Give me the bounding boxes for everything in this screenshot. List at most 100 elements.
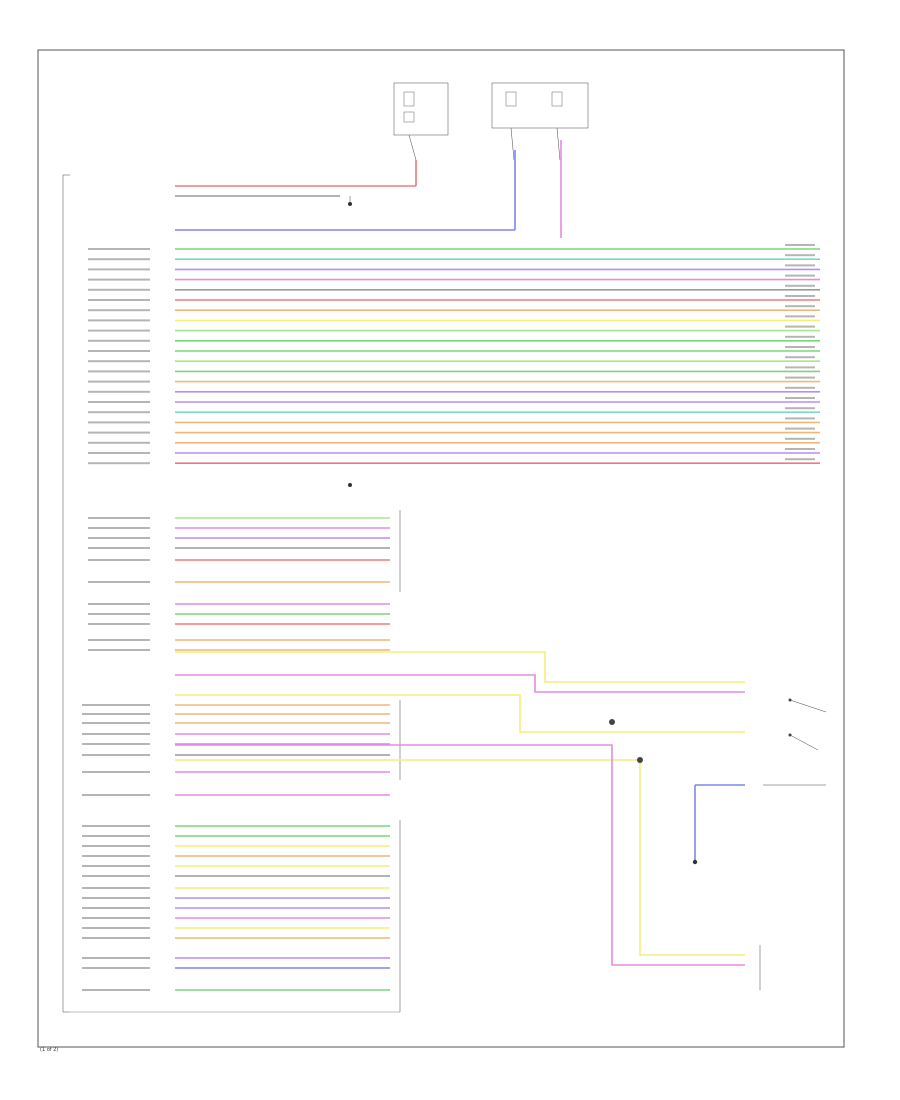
pin-tag-long-8 (785, 315, 815, 318)
pin-label-mid-6 (88, 581, 150, 583)
pin-tag-long-5 (785, 284, 815, 287)
pin-label-mid-10 (88, 639, 150, 641)
splice-point-2 (637, 757, 643, 763)
pin-label-mid-4 (88, 547, 150, 549)
ground-2-icon (348, 483, 352, 487)
pin-tag-long-18 (785, 417, 815, 420)
wire-pink-right (175, 674, 745, 693)
wire-yellow-right-3 (175, 759, 745, 956)
pin-label-mid-3 (88, 537, 150, 539)
pin-label-low-19 (82, 927, 150, 929)
pin-tag-long-9 (785, 325, 815, 328)
pin-label-mid-9 (88, 623, 150, 625)
ground-3-icon (692, 859, 698, 865)
pin-label-low-15 (82, 887, 150, 889)
fuse-box-left (393, 82, 449, 161)
pin-tag-long-6 (785, 295, 815, 297)
pin-label-low-5 (82, 743, 150, 745)
pin-label-low-12 (82, 855, 150, 857)
pin-label-long-20 (88, 441, 150, 444)
module-bracket (62, 174, 70, 1013)
pin-label-long-8 (88, 319, 150, 322)
pin-tag-long-7 (785, 305, 815, 308)
pin-label-mid-7 (88, 603, 150, 605)
pin-tag-long-16 (785, 397, 815, 399)
pin-tag-long-4 (785, 274, 815, 277)
wire-pink-down (175, 744, 745, 966)
pin-tag-long-17 (785, 407, 815, 410)
long-harness-wires (175, 248, 820, 465)
middle-connector-wires (175, 517, 390, 651)
pin-label-long-6 (88, 299, 150, 301)
pin-label-low-11 (82, 845, 150, 847)
pin-label-mid-1 (88, 517, 150, 519)
page-label: (1 of 2) (40, 1047, 59, 1053)
pin-tag-long-2 (785, 254, 815, 257)
pin-tag-long-12 (785, 356, 815, 359)
pin-tag-long-3 (785, 264, 815, 267)
wire-yellow-right-2 (175, 694, 745, 733)
pin-tag-long-15 (785, 386, 815, 389)
pin-tag-long-19 (785, 427, 815, 430)
pin-label-low-23 (82, 989, 150, 991)
pin-label-low-8 (82, 794, 150, 796)
pin-tag-long-11 (785, 346, 815, 348)
pin-label-low-2 (82, 713, 150, 715)
pin-label-long-13 (88, 370, 150, 373)
pin-label-low-16 (82, 897, 150, 899)
switch-right-1 (788, 698, 827, 713)
wire-yellow-right-1 (175, 651, 745, 683)
pin-label-marks (82, 244, 815, 991)
pin-label-long-10 (88, 339, 150, 342)
pin-tag-long-22 (785, 458, 815, 461)
pin-label-long-12 (88, 360, 150, 363)
pin-label-long-2 (88, 258, 150, 261)
pin-label-long-15 (88, 390, 150, 393)
pin-label-long-3 (88, 268, 150, 271)
splice-point-1 (609, 719, 615, 725)
switch-right-2 (788, 733, 819, 751)
pin-label-low-1 (82, 704, 150, 706)
pin-label-low-17 (82, 907, 150, 909)
pin-tag-long-1 (785, 244, 815, 246)
pin-label-mid-2 (88, 527, 150, 529)
pin-label-mid-11 (88, 649, 150, 651)
pin-label-long-1 (88, 248, 150, 250)
pin-label-long-11 (88, 350, 150, 352)
pin-label-low-22 (82, 967, 150, 969)
pin-label-long-19 (88, 431, 150, 434)
pin-label-low-3 (82, 722, 150, 724)
pin-tag-long-10 (785, 335, 815, 338)
pin-label-low-4 (82, 733, 150, 735)
ground-1-icon (348, 196, 352, 206)
pin-label-long-5 (88, 288, 150, 291)
pin-label-long-9 (88, 329, 150, 332)
pin-label-long-16 (88, 401, 150, 403)
pin-label-low-9 (82, 825, 150, 827)
pin-label-long-22 (88, 462, 150, 465)
pin-tag-long-21 (785, 448, 815, 450)
pin-tag-long-14 (785, 376, 815, 379)
pin-label-long-14 (88, 380, 150, 383)
pin-label-mid-5 (88, 559, 150, 561)
lower-connector-wires (175, 704, 390, 991)
pin-label-mid-8 (88, 613, 150, 615)
pin-label-long-4 (88, 278, 150, 281)
fuse-box-right (491, 82, 589, 161)
pin-label-low-6 (82, 754, 150, 756)
pin-label-low-10 (82, 835, 150, 837)
pin-label-low-18 (82, 917, 150, 919)
pin-tag-long-13 (785, 366, 815, 369)
pin-label-low-14 (82, 875, 150, 877)
pin-label-long-7 (88, 309, 150, 312)
pin-label-low-21 (82, 957, 150, 959)
pin-label-long-17 (88, 411, 150, 414)
pin-label-low-20 (82, 937, 150, 939)
pin-label-low-7 (82, 771, 150, 773)
diagram-frame (37, 49, 845, 1048)
pin-tag-long-20 (785, 437, 815, 440)
pin-label-long-21 (88, 452, 150, 454)
pin-label-long-18 (88, 421, 150, 424)
pin-label-low-13 (82, 865, 150, 867)
